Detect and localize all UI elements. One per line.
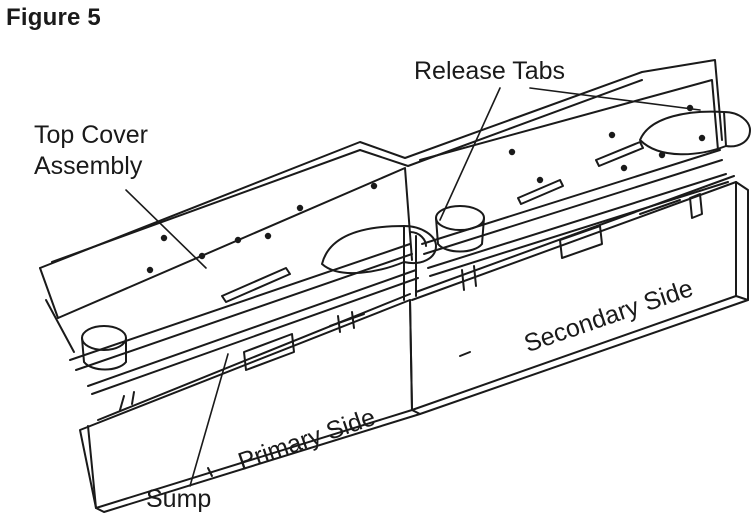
sump-label: Sump (146, 484, 211, 515)
release-tabs-text: Release Tabs (414, 57, 566, 85)
callout-leader-lines (125, 87, 701, 487)
tray-rail (69, 149, 729, 395)
leader-sump (189, 353, 229, 487)
leader-release-tab-left (439, 87, 501, 221)
leader-top-cover (125, 189, 207, 269)
release-tabs-label: Release Tabs (414, 56, 565, 87)
sump-text: Sump (146, 485, 212, 513)
drain-tubes (321, 110, 751, 275)
top-cover-text-line1: Top Cover (34, 121, 148, 149)
top-cover-assembly-label: Top Cover Assembly (34, 120, 148, 182)
figure-title: Figure 5 (6, 4, 101, 31)
leader-release-tab-right (529, 87, 701, 111)
top-cover-text-line2: Assembly (34, 152, 143, 180)
top-cover-assembly (39, 59, 723, 353)
cup-fittings (81, 205, 485, 371)
front-housing (79, 175, 749, 513)
